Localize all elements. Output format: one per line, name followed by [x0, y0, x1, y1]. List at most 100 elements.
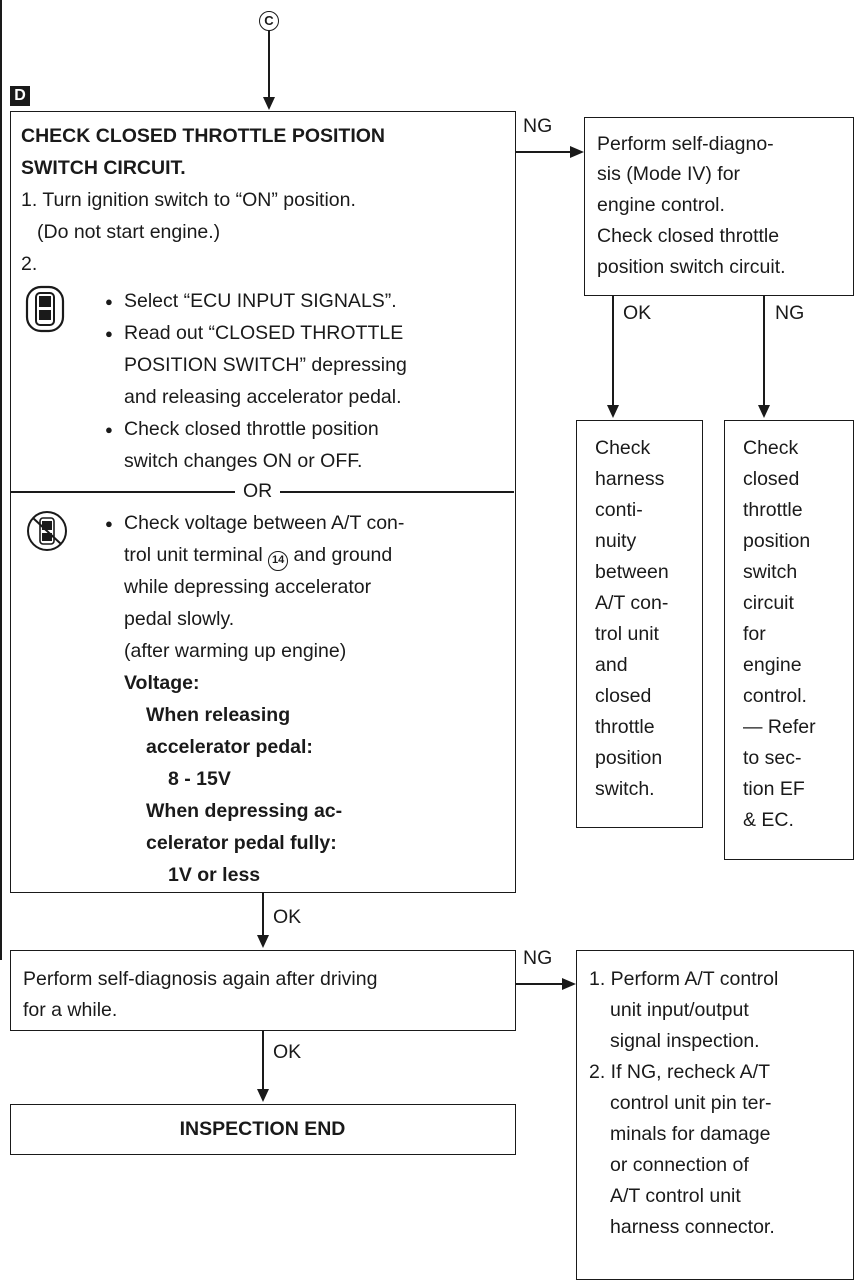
harness-line-7: trol unit [595, 623, 659, 645]
depress-value: 1V or less [168, 864, 261, 886]
self-diag-line-2: sis (Mode IV) for [597, 163, 741, 185]
inspection-line-4: 2. If NG, recheck A/T [589, 1061, 770, 1083]
step2-label: 2. [21, 253, 38, 275]
self-diag-line-3: engine control. [597, 194, 725, 216]
terminal-14-marker: 14 [268, 551, 289, 571]
main-check-title-line1: CHECK CLOSED THROTTLE POSITION [21, 125, 386, 147]
inspection-end-label: INSPECTION END [179, 1118, 346, 1140]
ok-arrow-again-head [257, 1089, 269, 1102]
self-diagnosis-box: Perform self-diagno- sis (Mode IV) for e… [584, 117, 854, 296]
inspection-line-1: 1. Perform A/T control [589, 968, 779, 990]
self-diag-line-4: Check closed throttle [597, 225, 780, 247]
release-value: 8 - 15V [168, 768, 231, 790]
terminal-14-label: 14 [272, 554, 285, 566]
inspection-line-9: harness connector. [610, 1216, 775, 1238]
main-check-box: CHECK CLOSED THROTTLE POSITION SWITCH CI… [10, 111, 516, 893]
consult-bullet-3: Check closed throttle position [105, 419, 379, 440]
harness-line-1: Check [595, 437, 651, 459]
connector-c-label: C [264, 13, 274, 28]
consult-bullet-2-cont1: POSITION SWITCH” depressing [124, 354, 407, 376]
tester-line-4: pedal slowly. [124, 608, 235, 630]
engine-line-4: position [743, 530, 811, 552]
inspection-line-7: or connection of [610, 1154, 749, 1176]
ok-branch-head [607, 405, 619, 418]
step1-line1: 1. Turn ignition switch to “ON” position… [21, 189, 356, 211]
signal-inspection-box: 1. Perform A/T control unit input/output… [576, 950, 854, 1280]
consult-bullet-2: Read out “CLOSED THROTTLE [105, 323, 403, 344]
harness-continuity-box: Check harness conti- nuity between A/T c… [576, 420, 703, 828]
ok-arrow-main-line [262, 893, 264, 935]
again-line-2: for a while. [23, 999, 118, 1021]
ok-arrow-again-line [262, 1031, 264, 1089]
harness-line-12: switch. [595, 778, 655, 800]
inspection-line-6: minals for damage [610, 1123, 771, 1145]
connector-c-arrowhead [263, 97, 275, 110]
ok-branch-line [612, 296, 614, 405]
engine-line-2: closed [743, 468, 800, 490]
inspection-line-3: signal inspection. [610, 1030, 760, 1052]
tester-line-1: Check voltage between A/T con- [105, 513, 404, 534]
self-diagnosis-again-box: Perform self-diagnosis again after drivi… [10, 950, 516, 1031]
harness-line-11: position [595, 747, 663, 769]
inspection-end-box: INSPECTION END [10, 1104, 516, 1155]
depress-line-1: When depressing ac- [146, 800, 343, 822]
consult-bullet-2-cont2: and releasing accelerator pedal. [124, 386, 402, 408]
engine-line-12: tion EF [743, 778, 805, 800]
depress-line-2: celerator pedal fully: [146, 832, 337, 854]
release-line-1: When releasing [146, 704, 291, 726]
harness-line-2: harness [595, 468, 665, 490]
connector-c-arrow-line [268, 31, 270, 97]
voltage-label: Voltage: [124, 672, 200, 694]
main-check-title-line2: SWITCH CIRCUIT. [21, 157, 186, 179]
or-label: OR [235, 481, 281, 502]
ng-arrow-main-head [570, 146, 584, 158]
release-line-2: accelerator pedal: [146, 736, 313, 758]
step1-line2: (Do not start engine.) [37, 221, 221, 243]
ng-arrow-again-head [562, 978, 576, 990]
tester-line-5: (after warming up engine) [124, 640, 347, 662]
self-diag-line-1: Perform self-diagno- [597, 133, 774, 155]
engine-line-6: circuit [743, 592, 794, 614]
inspection-line-2: unit input/output [610, 999, 749, 1021]
page-margin-rule [0, 0, 2, 960]
tester-line-2: trol unit terminal 14 and ground [124, 545, 392, 571]
engine-line-8: engine [743, 654, 802, 676]
ok-arrow-main-head [257, 935, 269, 948]
no-consult-tool-icon [27, 511, 67, 551]
harness-line-5: between [595, 561, 669, 583]
engine-circuit-box: Check closed throttle position switch ci… [724, 420, 854, 860]
connector-c-marker: C [259, 11, 279, 31]
harness-line-10: throttle [595, 716, 655, 738]
tester-line-3: while depressing accelerator [124, 576, 372, 598]
self-diag-line-5: position switch circuit. [597, 256, 786, 278]
consult-bullet-3-cont: switch changes ON or OFF. [124, 450, 363, 472]
consult-tool-icon [25, 285, 65, 333]
engine-line-13: & EC. [743, 809, 794, 831]
harness-line-9: closed [595, 685, 652, 707]
engine-line-7: for [743, 623, 766, 645]
step-d-label: D [14, 87, 26, 104]
engine-line-9: control. [743, 685, 807, 707]
ng-arrow-again-line [516, 983, 562, 985]
consult-bullet-1: Select “ECU INPUT SIGNALS”. [105, 291, 397, 312]
harness-line-3: conti- [595, 499, 643, 521]
engine-line-11: to sec- [743, 747, 802, 769]
ok-label-harness: OK [623, 302, 652, 324]
step-d-marker: D [10, 86, 30, 106]
engine-line-1: Check [743, 437, 799, 459]
ng-label-engine: NG [775, 302, 805, 324]
harness-line-6: A/T con- [595, 592, 669, 614]
ok-label-main: OK [273, 906, 302, 928]
harness-line-8: and [595, 654, 628, 676]
ng-branch-line [763, 296, 765, 405]
ng-label-main: NG [523, 115, 553, 137]
engine-line-3: throttle [743, 499, 803, 521]
harness-line-4: nuity [595, 530, 637, 552]
inspection-line-8: A/T control unit [610, 1185, 741, 1207]
inspection-line-5: control unit pin ter- [610, 1092, 772, 1114]
engine-line-5: switch [743, 561, 798, 583]
ng-arrow-main-line [516, 151, 570, 153]
ng-label-again: NG [523, 947, 553, 969]
again-line-1: Perform self-diagnosis again after drivi… [23, 968, 378, 990]
ng-branch-head [758, 405, 770, 418]
